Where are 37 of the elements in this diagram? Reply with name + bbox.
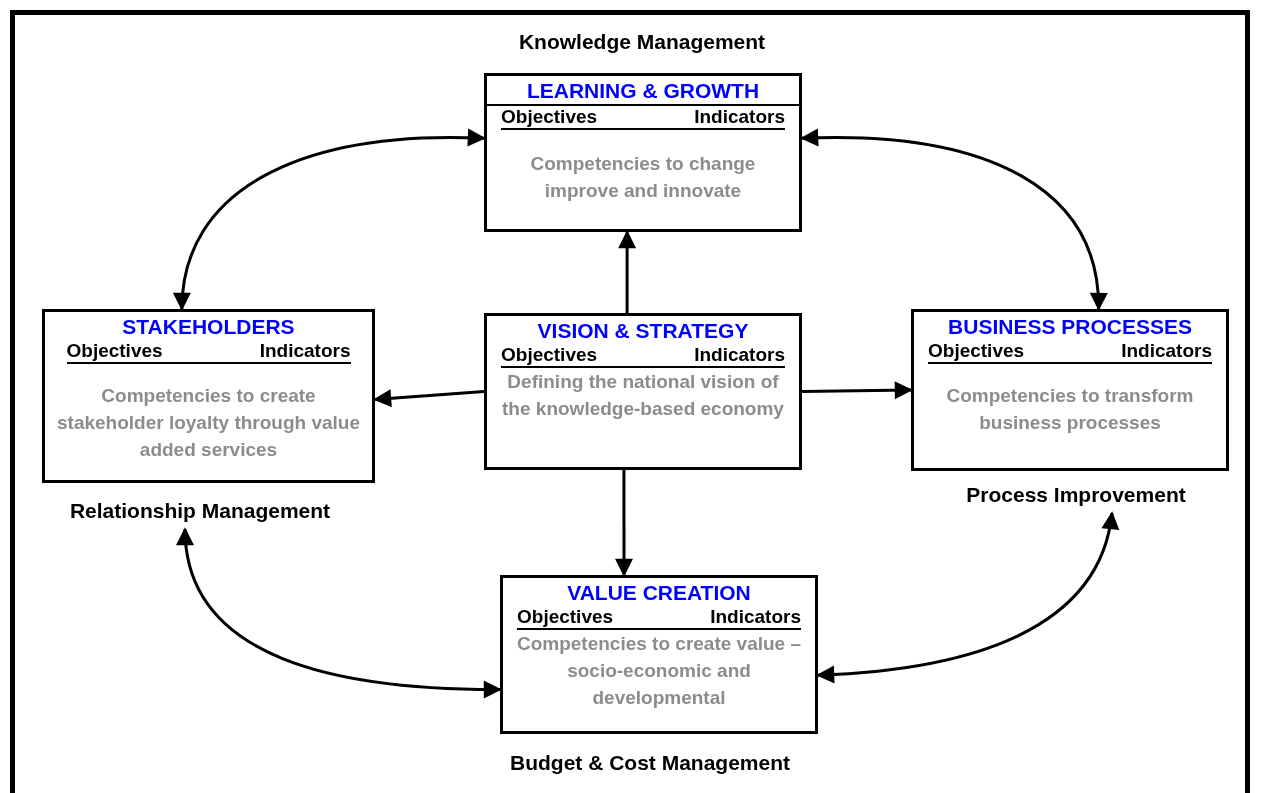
column-header: Indicators — [694, 106, 785, 128]
arrow — [174, 128, 486, 311]
column-header: Objectives — [928, 340, 1025, 362]
arrow — [615, 470, 633, 577]
arrow — [816, 511, 1118, 684]
perspective-caption: Relationship Management — [69, 499, 331, 523]
arrow — [800, 128, 1107, 311]
perspective-caption: Knowledge Management — [518, 30, 766, 54]
box-heading: LEARNING & GROWTH — [487, 78, 799, 106]
box-description: Competencies to transform business processes — [945, 384, 1195, 435]
column-header: Indicators — [259, 340, 351, 362]
column-header: Indicators — [1121, 340, 1212, 362]
box-description: Competencies to change improve and innovate — [529, 152, 757, 203]
box-heading: STAKEHOLDERS — [122, 314, 295, 340]
column-header: Objectives — [517, 606, 614, 628]
arrow — [801, 381, 913, 400]
box-heading: VISION & STRATEGY — [537, 318, 749, 344]
box-description: Competencies to create stakeholder loyalty through value added services — [56, 384, 361, 462]
column-header: Objectives — [501, 344, 598, 366]
perspective-box — [42, 309, 375, 483]
column-header: Objectives — [501, 106, 598, 128]
box-heading: BUSINESS PROCESSES — [948, 314, 1192, 340]
perspective-caption: Budget & Cost Management — [510, 751, 790, 775]
arrow — [177, 527, 502, 699]
box-heading: VALUE CREATION — [567, 580, 751, 606]
column-header: Objectives — [66, 340, 163, 362]
column-header: Indicators — [694, 344, 785, 366]
arrow — [373, 389, 485, 408]
arrow — [618, 230, 637, 313]
perspective-caption: Process Improvement — [966, 483, 1186, 507]
box-description: Competencies to create value – socio-economic and developmental — [515, 632, 803, 710]
perspective-box — [500, 575, 818, 734]
perspective-box — [911, 309, 1229, 471]
column-header: Indicators — [710, 606, 801, 628]
perspective-box — [484, 313, 802, 470]
box-description: Defining the national vision of the knowledge-based economy — [501, 370, 785, 421]
perspective-box — [484, 73, 802, 232]
